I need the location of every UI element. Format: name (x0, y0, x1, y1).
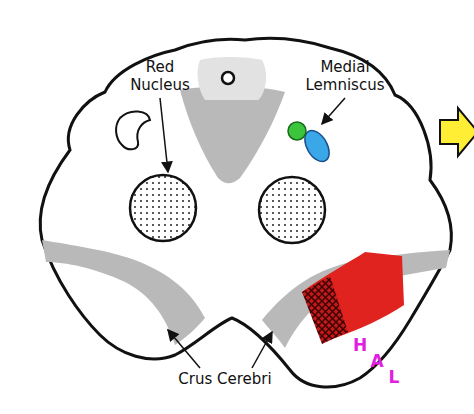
somatotopy-letter: H (350, 336, 370, 354)
tectum-light (198, 57, 267, 100)
periaqueductal-gray (180, 86, 285, 183)
leader-line (160, 98, 168, 172)
red-nucleus-left (130, 175, 196, 241)
structure-label: Red Nucleus (115, 58, 205, 94)
leader-line (252, 332, 272, 368)
structure-label: Crus Cerebri (160, 370, 290, 388)
leader-line (322, 98, 345, 124)
leader-line (168, 330, 200, 368)
yellow-arrow (440, 108, 474, 156)
somatotopy-letter: A (367, 352, 387, 370)
substantia-nigra-right (262, 250, 450, 348)
left-structure (116, 111, 150, 149)
midbrain-outline (40, 38, 451, 387)
cerebral-aqueduct (222, 72, 234, 84)
structure-label: Medial Lemniscus (300, 58, 390, 94)
green-tract (288, 122, 306, 140)
substantia-nigra-left (42, 240, 205, 345)
red-nucleus-right (259, 177, 325, 243)
lesion-hatched (302, 276, 348, 344)
somatotopy-letter: L (384, 368, 404, 386)
